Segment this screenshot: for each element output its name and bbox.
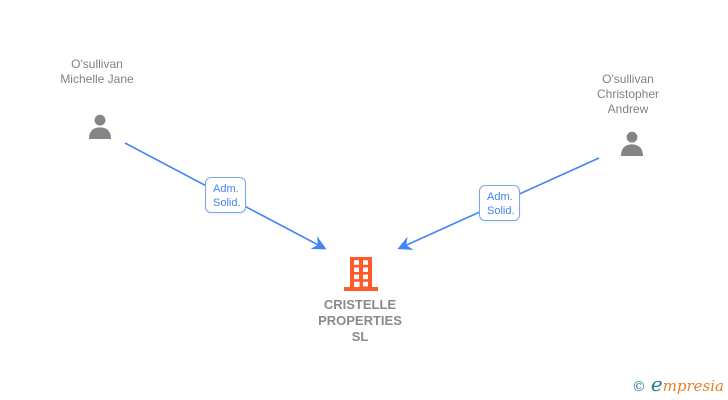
edge-label-line: Solid. xyxy=(487,205,515,217)
building-icon xyxy=(344,257,378,291)
edge-label-line: Adm. xyxy=(213,183,239,195)
copyright-icon: © xyxy=(631,379,646,395)
edge-label-left: Adm. Solid. xyxy=(205,177,246,213)
person-icon xyxy=(621,131,643,156)
person-right-name: O'sullivan Christopher Andrew xyxy=(596,72,660,116)
brand-name: mpresia xyxy=(662,377,724,395)
edge-label-line: Adm. xyxy=(487,191,513,203)
edge-label-line: Solid. xyxy=(213,197,241,209)
brand-initial: e xyxy=(650,372,663,396)
person-left-name: O'sullivan Michelle Jane xyxy=(60,57,134,86)
person-icon xyxy=(89,114,111,139)
empresia-logo: © e mpresia xyxy=(631,372,724,396)
edge-label-right: Adm. Solid. xyxy=(479,185,520,221)
company-name: CRISTELLE PROPERTIES SL xyxy=(318,297,402,344)
